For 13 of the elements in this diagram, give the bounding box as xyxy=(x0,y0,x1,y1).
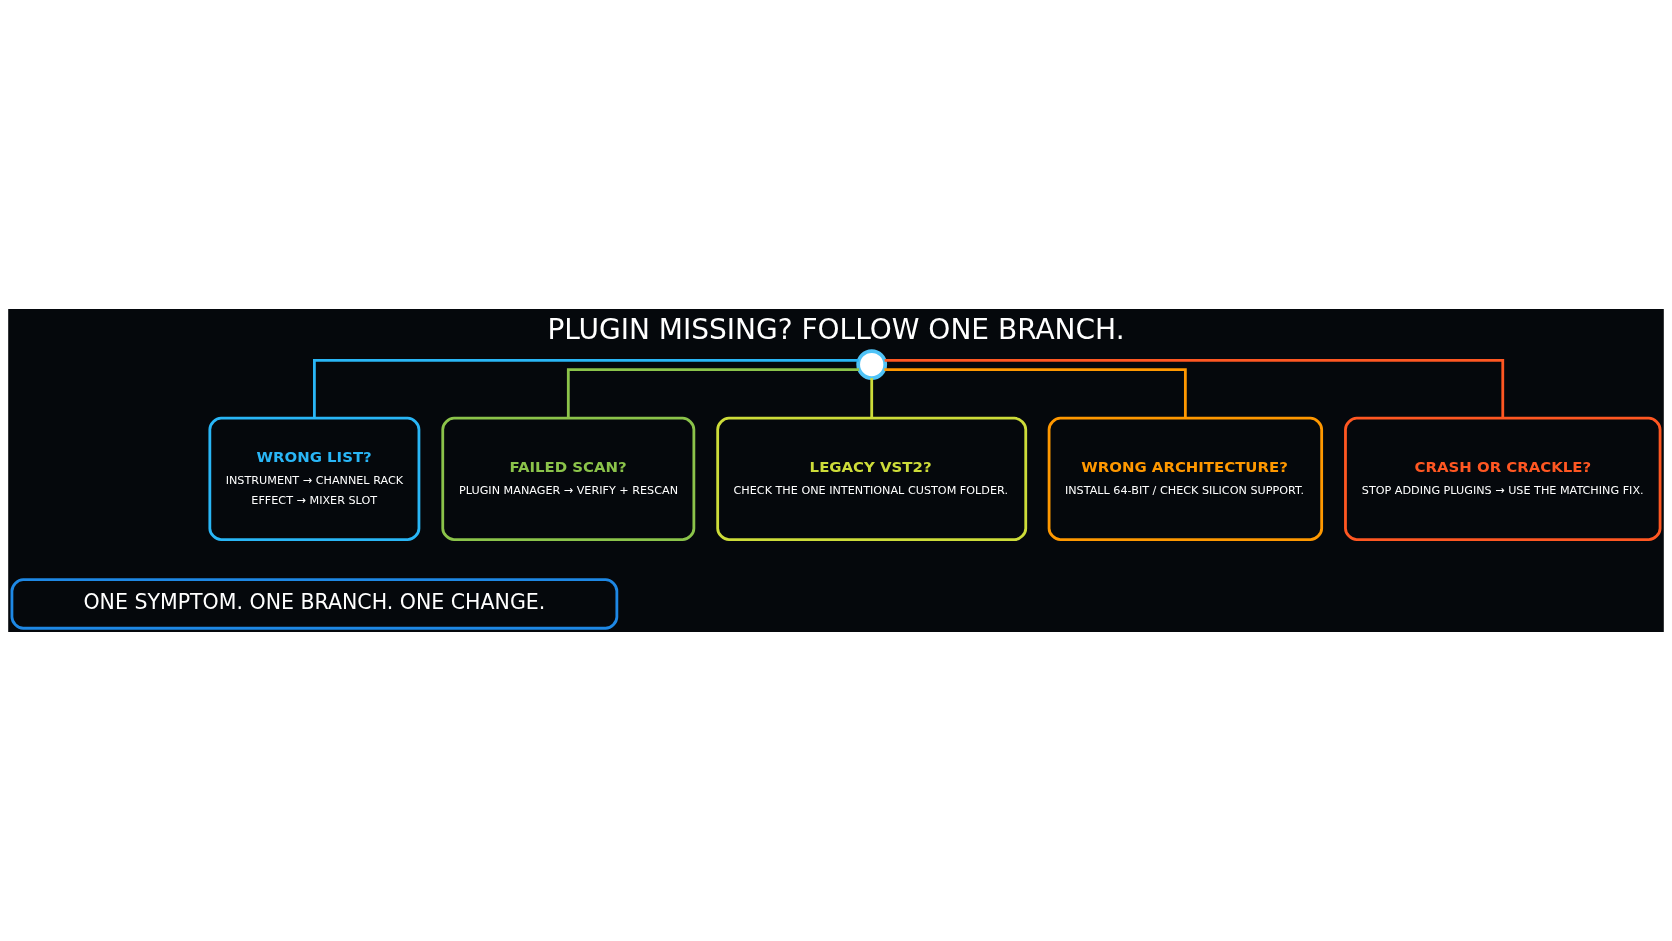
node-box: CRASH OR CRACKLE? STOP ADDING PLUGINS → USE THE MATCHING FIX. xyxy=(1344,416,1662,541)
node-box: WRONG ARCHITECTURE? INSTALL 64-BIT / CHECK SILICON SUPPORT. xyxy=(1047,416,1324,541)
connector xyxy=(313,358,859,418)
connector xyxy=(884,358,1505,418)
node-box: FAILED SCAN? PLUGIN MANAGER → VERIFY + RESCAN xyxy=(441,416,696,541)
node-box: ONE SYMPTOM. ONE BRANCH. ONE CHANGE. xyxy=(10,578,619,630)
connector xyxy=(870,378,874,419)
connector xyxy=(566,368,860,419)
node-box: LEGACY VST2? CHECK THE ONE INTENTIONAL CUSTOM FOLDER. xyxy=(716,416,1028,541)
diagram-title: PLUGIN MISSING? FOLLOW ONE BRANCH. xyxy=(547,312,1125,346)
node-circle xyxy=(856,349,888,380)
connector xyxy=(884,368,1187,419)
node-box: WRONG LIST? INSTRUMENT → CHANNEL RACK EFFECT → MIXER SLOT xyxy=(208,416,421,541)
